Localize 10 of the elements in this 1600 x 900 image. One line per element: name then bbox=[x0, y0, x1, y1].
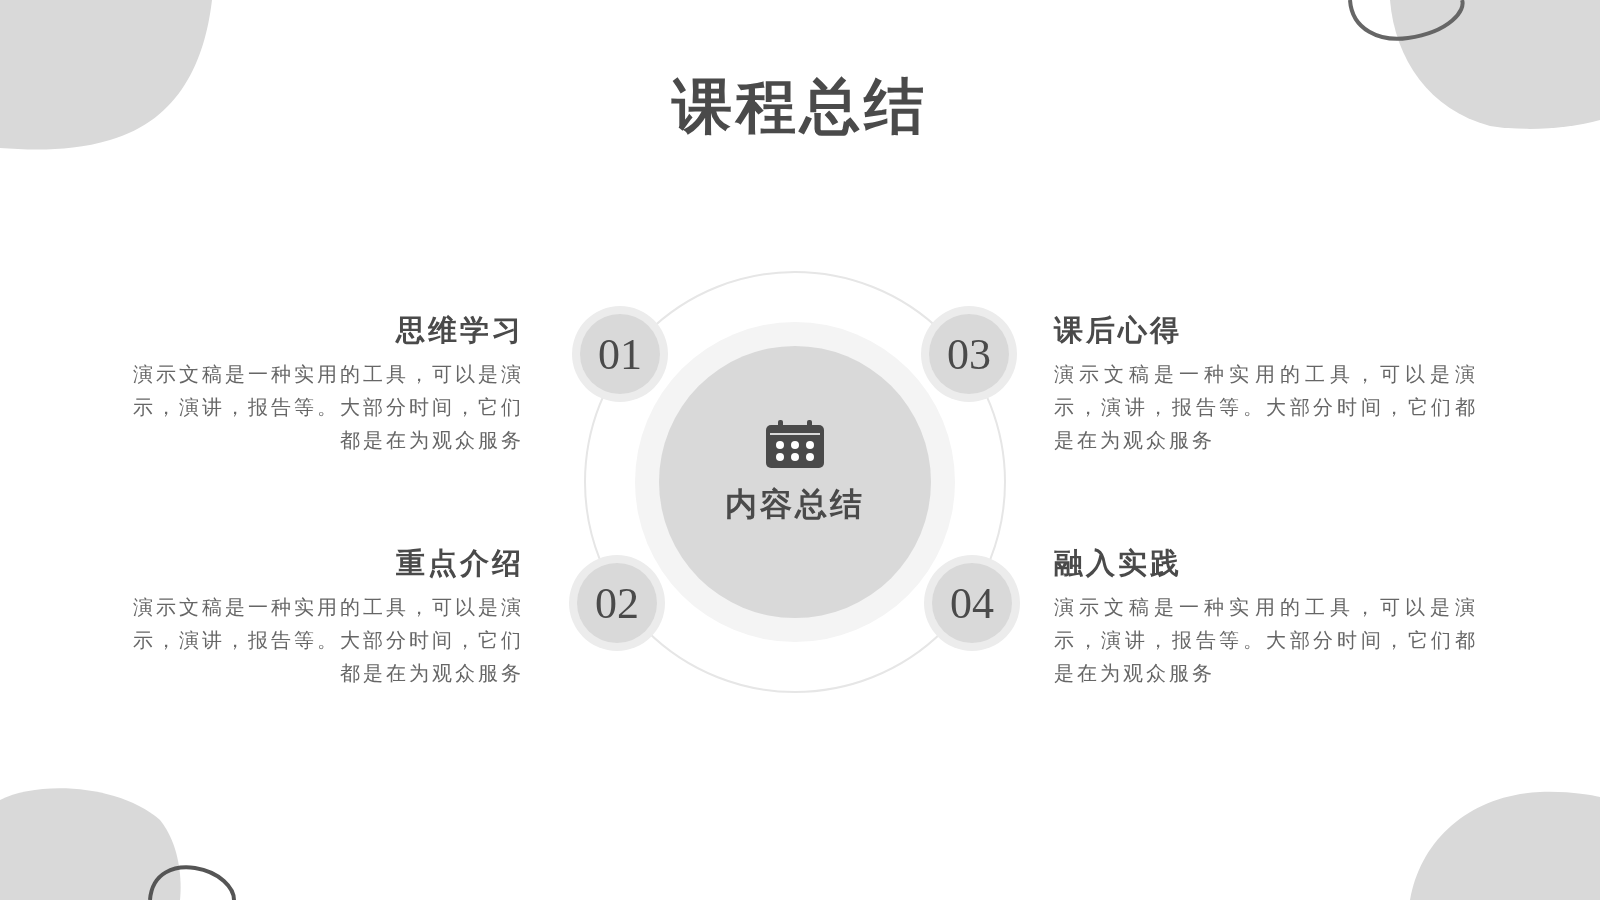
heading: 融入实践 bbox=[1054, 545, 1183, 582]
heading: 重点介绍 bbox=[395, 545, 524, 582]
heading: 课后心得 bbox=[1054, 312, 1183, 349]
heading: 思维学习 bbox=[394, 312, 524, 349]
paragraph: 演示文稿是一种实用的工具，可以是演示，演讲，报告等。大部分时间，它们都是在为观众服务 bbox=[132, 361, 524, 454]
paragraph: 演示文稿是一种实用的工具，可以是演示，演讲，报告等。大部分时间，它们都是在为观众服务 bbox=[132, 594, 524, 687]
paragraph: 演示文稿是一种实用的工具，可以是演示，演讲，报告等。大部分时间，它们都是在为观众服务 bbox=[1054, 594, 1478, 687]
paragraph: 演示文稿是一种实用的工具，可以是演示，演讲，报告等。大部分时间，它们都是在为观众服务 bbox=[1054, 361, 1478, 454]
center-label: 内容总结 bbox=[724, 484, 866, 524]
title: 课程总结 bbox=[670, 70, 929, 143]
